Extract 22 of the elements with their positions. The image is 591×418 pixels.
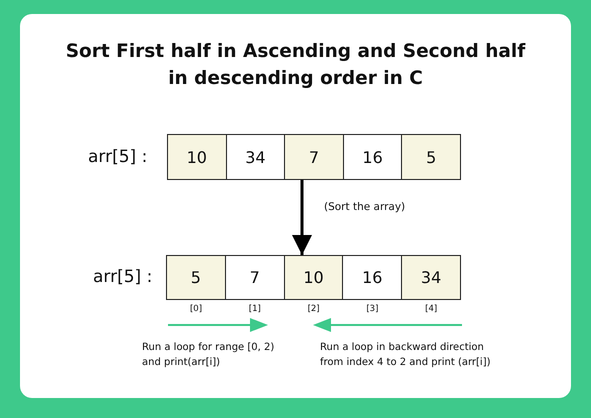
array-cell: 7	[224, 255, 285, 300]
array-cell: 5	[166, 255, 226, 300]
index-label: [4]	[424, 304, 438, 314]
array-name: arr[5] :	[88, 147, 148, 167]
index-label: [1]	[248, 304, 262, 314]
title: Sort First half in Ascending and Second half in descending order in C	[64, 40, 526, 91]
index-label: [2]	[306, 304, 321, 314]
edge-label: (Sort the array)	[322, 200, 408, 214]
array-cell: 7	[284, 134, 344, 180]
array-cell: 16	[342, 255, 402, 300]
array-cell: 16	[342, 134, 402, 180]
arrow	[292, 180, 312, 255]
array-cell: 34	[226, 134, 286, 180]
array-cell: 10	[167, 134, 227, 180]
array-cell: 5	[401, 134, 461, 180]
note: Run a loop for range [0, 2) and print(arr[i])	[142, 341, 276, 370]
array-cell: 34	[401, 255, 461, 300]
array-cell: 10	[284, 255, 344, 300]
index-label: [0]	[188, 304, 204, 314]
note: Run a loop in backward direction from index 4 to 2 and print (arr[i])	[320, 341, 492, 370]
index-label: [3]	[365, 304, 380, 314]
array-name: arr[5] :	[93, 267, 152, 287]
